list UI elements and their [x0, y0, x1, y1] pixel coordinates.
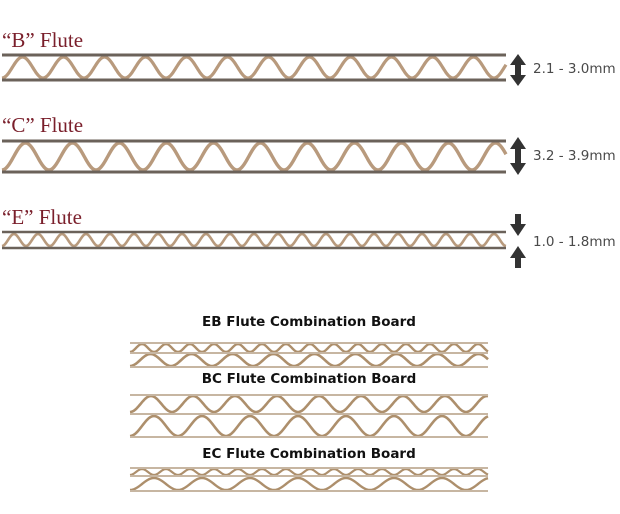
e-flute-measurement: 1.0 - 1.8mm — [533, 234, 616, 250]
e-flute-wave — [129, 342, 489, 354]
eb-combination-title: EB Flute Combination Board — [202, 314, 416, 330]
ec-combination-title: EC Flute Combination Board — [202, 446, 416, 462]
b-flute-board — [1, 53, 508, 82]
b-thickness-arrow-icon — [510, 54, 526, 86]
c-flute-wave — [129, 414, 489, 438]
c-flute-board — [1, 139, 508, 174]
c-flute-wave — [129, 476, 489, 492]
b-flute-title: “B” Flute — [2, 28, 84, 52]
c-thickness-arrow-icon — [510, 137, 526, 175]
b-flute-wave — [129, 394, 489, 414]
c-flute-title: “C” Flute — [2, 113, 84, 137]
eb-combination-board — [129, 342, 489, 368]
b-flute-wave — [129, 352, 489, 368]
e-flute-title: “E” Flute — [2, 205, 82, 229]
b-flute-measurement: 2.1 - 3.0mm — [533, 61, 616, 77]
e-flute-board — [1, 230, 507, 250]
flute-wave — [1, 141, 508, 172]
bc-combination-title: BC Flute Combination Board — [201, 371, 417, 387]
e-flute-wave — [129, 467, 489, 477]
c-flute-measurement: 3.2 - 3.9mm — [533, 148, 616, 164]
bc-combination-board — [129, 394, 489, 438]
e-thickness-arrows-icon — [510, 214, 526, 268]
flute-wave — [1, 232, 507, 248]
ec-combination-board — [129, 467, 489, 492]
flute-wave — [1, 55, 508, 80]
